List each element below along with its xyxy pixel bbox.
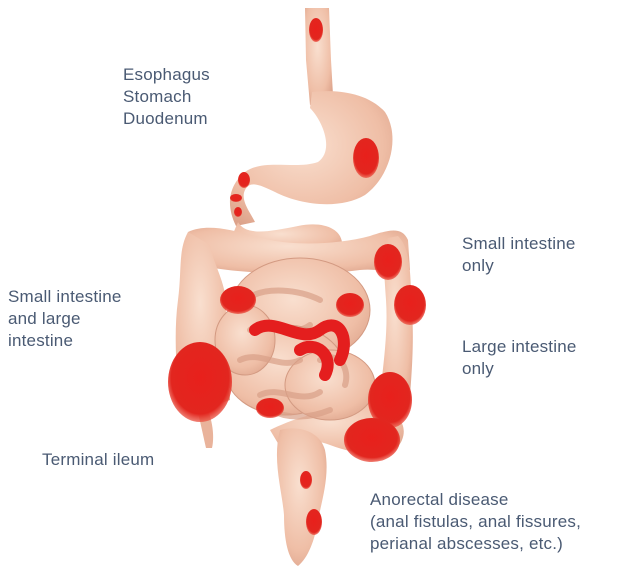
esophagus-lesion: [309, 18, 323, 42]
stomach-lesion: [353, 138, 379, 178]
label-terminal-ileum: Terminal ileum: [42, 449, 154, 471]
label-small-and-large-intestine: Small intestine and large intestine: [8, 286, 122, 352]
duodenum-lesion-1: [238, 172, 250, 188]
label-large-intestine-only: Large intestine only: [462, 336, 577, 380]
ileum-lesion-1: [220, 286, 256, 314]
label-esophagus-stomach-duodenum: Esophagus Stomach Duodenum: [123, 64, 210, 130]
duodenum-lesion-2: [230, 194, 242, 202]
ileum-lesion-2: [336, 293, 364, 317]
duodenum-lesion-3: [234, 207, 242, 217]
descending-colon-lesion: [374, 244, 402, 280]
rectum: [277, 428, 327, 566]
sigmoid-lesion-2: [344, 418, 400, 462]
ileum-lesion-3: [256, 398, 284, 418]
right-colon-lesion: [394, 285, 426, 325]
ascending-colon-lesion: [168, 342, 232, 422]
label-anorectal-disease: Anorectal disease (anal fistulas, anal f…: [370, 489, 581, 555]
label-small-intestine-only: Small intestine only: [462, 233, 576, 277]
rectum-lesion-1: [300, 471, 312, 489]
rectum-lesion-2: [306, 509, 322, 535]
